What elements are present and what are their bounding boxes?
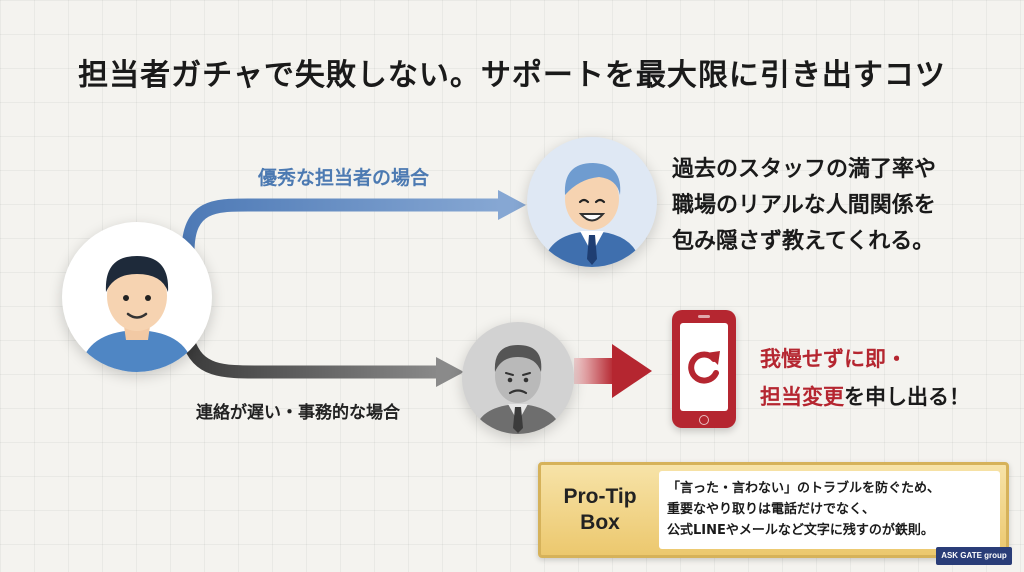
- brand-logo: ASK GATE group: [936, 547, 1012, 565]
- smiling-agent-icon: [527, 137, 657, 267]
- phone-refresh-icon: [672, 310, 736, 428]
- action-line-2-rest: を申し出る！: [844, 385, 970, 409]
- pro-tip-label: Pro-Tip Box: [551, 471, 649, 549]
- pro-tip-line: 公式LINEやメールなど文字に残すのが鉄則。: [667, 523, 934, 538]
- good-case-description-line: 包み隠さず教えてくれる。: [672, 229, 935, 254]
- user-avatar-icon: [62, 222, 212, 372]
- bad-case-arrowhead: [436, 357, 464, 387]
- action-line-1: 我慢せずに即・: [760, 347, 907, 371]
- phone-screen: [680, 323, 728, 411]
- good-case-arrow: [181, 198, 507, 259]
- page-title: 担当者ガチャで失敗しない。サポートを最大限に引き出すコツ: [78, 58, 946, 93]
- good-case-arrowhead: [498, 190, 526, 220]
- pro-tip-label-line: Box: [580, 511, 620, 534]
- good-case-description-line: 職場のリアルな人間関係を: [672, 193, 936, 218]
- phone-home-button: [699, 415, 709, 425]
- good-case-label: 優秀な担当者の場合: [258, 167, 430, 189]
- pro-tip-text: 「言った・言わない」のトラブルを防ぐため、 重要なやり取りは電話だけでなく、 公…: [659, 471, 1000, 549]
- pro-tip-box: Pro-Tip Box 「言った・言わない」のトラブルを防ぐため、 重要なやり取…: [538, 462, 1009, 558]
- action-highlight: 担当変更: [760, 385, 844, 409]
- bad-case-label: 連絡が遅い・事務的な場合: [196, 403, 400, 423]
- good-case-description: 過去のスタッフの満了率や 職場のリアルな人間関係を 包み隠さず教えてくれる。: [672, 152, 936, 260]
- action-line-2: 担当変更を申し出る！: [760, 378, 970, 416]
- bad-case-arrow: [181, 333, 447, 379]
- pro-tip-label-line: Pro-Tip: [563, 485, 637, 508]
- refresh-icon: [688, 351, 720, 384]
- pro-tip-line: 「言った・言わない」のトラブルを防ぐため、: [667, 481, 941, 496]
- phone-speaker: [698, 315, 710, 318]
- action-arrow-shaft: [574, 358, 614, 384]
- good-case-description-line: 過去のスタッフの満了率や: [672, 157, 937, 182]
- action-arrowhead: [612, 344, 652, 398]
- action-callout: 我慢せずに即・ 担当変更を申し出る！: [760, 340, 970, 416]
- frowning-agent-icon: [462, 322, 574, 434]
- pro-tip-line: 重要なやり取りは電話だけでなく、: [667, 502, 876, 517]
